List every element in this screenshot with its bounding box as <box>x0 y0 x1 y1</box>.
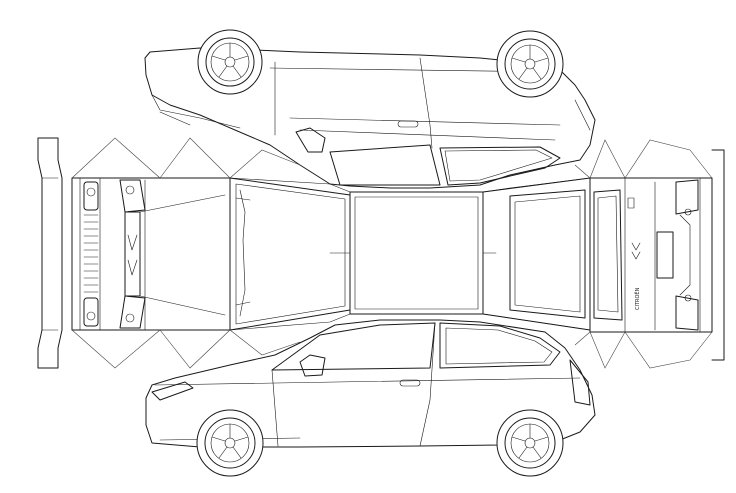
front-face <box>37 137 231 369</box>
rear-face: CITROËN <box>589 149 725 361</box>
wheel-bottom-rear <box>496 409 564 477</box>
roof-plan <box>229 177 591 331</box>
wheel-top-rear <box>496 30 564 98</box>
side-panel-top <box>144 29 596 189</box>
wheel-bottom-front <box>196 409 264 477</box>
glue-tabs-front <box>71 137 301 369</box>
rear-brand-label: CITROËN <box>634 287 641 310</box>
side-panel-bottom <box>145 319 596 477</box>
glue-tabs-rear <box>574 139 713 369</box>
wheel-top-front <box>197 29 263 95</box>
